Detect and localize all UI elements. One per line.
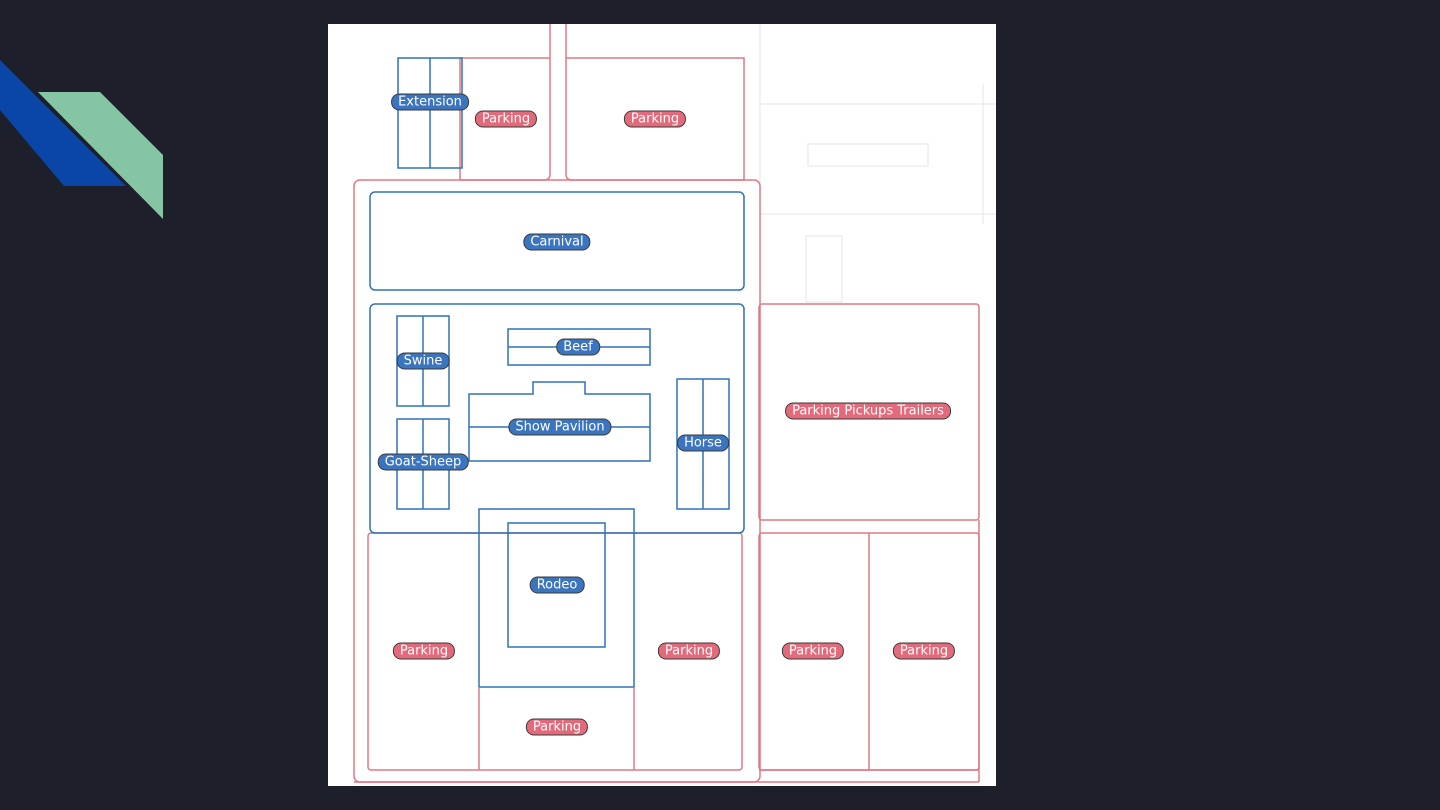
parking-label-6: Parking [892,642,956,660]
parking-pickups-area [758,303,980,521]
green-chevron-shape [38,92,163,219]
swine-label: Swine [396,352,450,370]
fairgrounds-map: Extension Parking Parking Carnival Beef … [328,24,996,786]
top-road-left [459,24,551,181]
decorative-chevron [0,60,163,219]
parking-label-1: Parking [474,110,538,128]
beef-label: Beef [556,338,600,356]
parking-label-5: Parking [781,642,845,660]
parking-label-7: Parking [525,718,589,736]
show-pavilion-building [468,381,651,462]
livestock-area [369,303,745,534]
rodeo-arena [507,522,606,648]
main-fairground-boundary [353,179,761,783]
parking-label-4: Parking [657,642,721,660]
parking-label-2: Parking [623,110,687,128]
map-outlines [353,24,996,783]
carnival-area [369,191,745,291]
extension-label: Extension [391,93,469,111]
show-pavilion-label: Show Pavilion [508,418,612,436]
rodeo-outer [478,508,635,688]
parking-label-3: Parking [392,642,456,660]
horse-label: Horse [677,434,729,452]
top-road-right [565,24,745,181]
carnival-label: Carnival [523,233,591,251]
parking-pickups-trailers-label: Parking Pickups Trailers [785,402,951,420]
parking-outlines [353,24,980,783]
goat-sheep-label: Goat-Sheep [377,453,469,471]
rodeo-label: Rodeo [529,576,585,594]
faint-context-lines [759,24,996,304]
blue-chevron-shape [0,60,126,186]
